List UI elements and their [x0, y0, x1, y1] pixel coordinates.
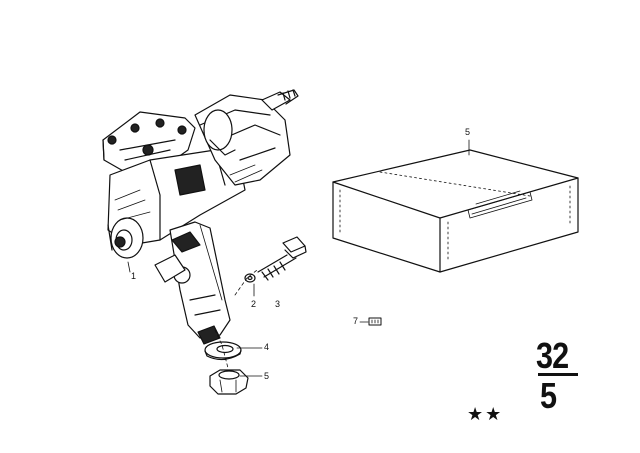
- lock-washer: [244, 273, 256, 283]
- pitman-arm: [154, 221, 231, 345]
- steering-gear-box: [102, 89, 299, 259]
- group-divider: [538, 373, 578, 376]
- callout-3: 3: [275, 299, 281, 309]
- castle-nut: [209, 369, 249, 395]
- repair-kit-box: [332, 139, 579, 273]
- washer: [204, 341, 242, 361]
- star-marks: ★★: [467, 404, 504, 424]
- callout-5-kit: 5: [465, 127, 471, 137]
- group-number: 32: [536, 335, 569, 376]
- callout-2: 2: [251, 299, 257, 309]
- subgroup-number: 5: [540, 375, 558, 416]
- callout-5-nut: 5: [264, 371, 270, 381]
- callout-1: 1: [131, 271, 137, 281]
- callout-7: 7: [353, 316, 359, 326]
- mounting-bolt: [257, 236, 307, 281]
- callout-4: 4: [264, 342, 270, 352]
